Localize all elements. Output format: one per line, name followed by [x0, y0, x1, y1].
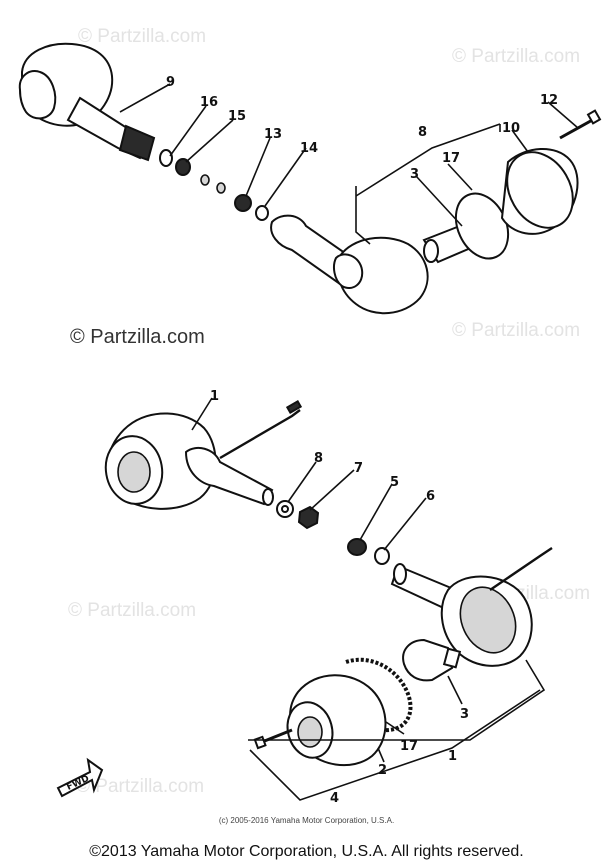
lower-bulb — [402, 638, 462, 682]
upper-leader-lines — [119, 83, 579, 245]
watermark-mid-right: © Partzilla.com — [452, 320, 581, 341]
callout-upper-16: 16 — [200, 95, 218, 110]
upper-screw — [559, 109, 602, 140]
upper-hardware — [159, 149, 269, 221]
copyright-small-print: (c) 2005-2016 Yamaha Motor Corporation, … — [218, 816, 395, 825]
callout-lower-7: 7 — [354, 461, 363, 476]
callout-upper-12: 12 — [540, 93, 558, 108]
callout-upper-3: 3 — [410, 167, 419, 182]
watermark-lower-left: © Partzilla.com — [68, 600, 197, 621]
watermark-top-left: © Partzilla.com — [78, 26, 207, 47]
callout-lower-17: 17 — [400, 739, 418, 754]
callout-upper-15: 15 — [228, 109, 246, 124]
callout-upper-8: 8 — [418, 125, 427, 140]
callout-lower-3: 3 — [460, 707, 469, 722]
lower-leader-lines — [191, 397, 546, 801]
callout-upper-9: 9 — [166, 75, 175, 90]
lower-hardware — [276, 500, 390, 565]
lower-right-signal-housing — [390, 547, 553, 667]
upper-bulb-socket — [422, 192, 510, 264]
upper-left-signal-housing — [18, 42, 156, 162]
callout-lower-4: 4 — [330, 791, 339, 806]
upper-right-signal — [270, 214, 429, 315]
watermark-bottom-left: © Partzilla.com — [76, 776, 205, 797]
upper-lens — [500, 147, 579, 235]
lower-left-signal-housing — [104, 400, 303, 510]
watermark-top-right: © Partzilla.com — [452, 46, 581, 67]
callout-lower-2: 2 — [378, 763, 387, 778]
callout-lower-1: 1 — [210, 389, 219, 404]
callout-upper-17: 17 — [442, 151, 460, 166]
fwd-label: FWD — [65, 774, 91, 793]
copyright-footer: ©2013 Yamaha Motor Corporation, U.S.A. A… — [89, 843, 524, 860]
lower-lens — [286, 657, 413, 767]
callout-upper-14: 14 — [300, 141, 318, 156]
callout-lower-1b: 1 — [448, 749, 457, 764]
callout-lower-8: 8 — [314, 451, 323, 466]
watermark-mid-left: © Partzilla.com — [70, 326, 205, 348]
callout-lower-6: 6 — [426, 489, 435, 504]
callout-upper-10: 10 — [502, 121, 520, 136]
callout-upper-13: 13 — [264, 127, 282, 142]
callout-lower-5: 5 — [390, 475, 399, 490]
fwd-arrow-icon: FWD — [56, 757, 104, 798]
lower-screw — [253, 728, 293, 750]
